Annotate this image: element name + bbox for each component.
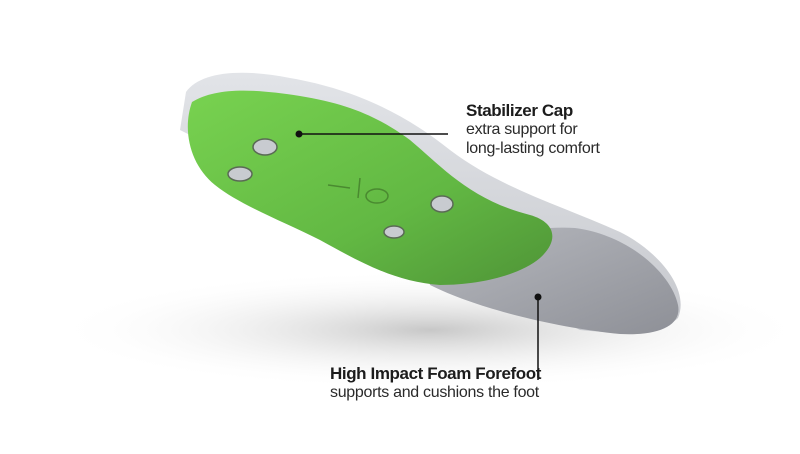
callout-high-impact-foam: High Impact Foam Forefoot supports and c… bbox=[330, 364, 541, 403]
callout-title: High Impact Foam Forefoot bbox=[330, 364, 542, 383]
callout-dot-cap bbox=[295, 130, 303, 138]
callout-leader-lines bbox=[299, 133, 539, 380]
callout-title: Stabilizer Cap bbox=[466, 101, 573, 120]
studs bbox=[227, 138, 454, 239]
callout-stabilizer-cap: Stabilizer Cap extra support for long-la… bbox=[466, 101, 600, 159]
callout-dot-forefoot bbox=[534, 293, 542, 301]
callout-line: supports and cushions the foot bbox=[330, 384, 539, 402]
callout-line: extra support for bbox=[466, 121, 578, 139]
callout-line: long-lasting comfort bbox=[466, 139, 600, 157]
embossed-logo bbox=[327, 177, 389, 204]
stabilizer-cap-shape bbox=[187, 90, 553, 285]
